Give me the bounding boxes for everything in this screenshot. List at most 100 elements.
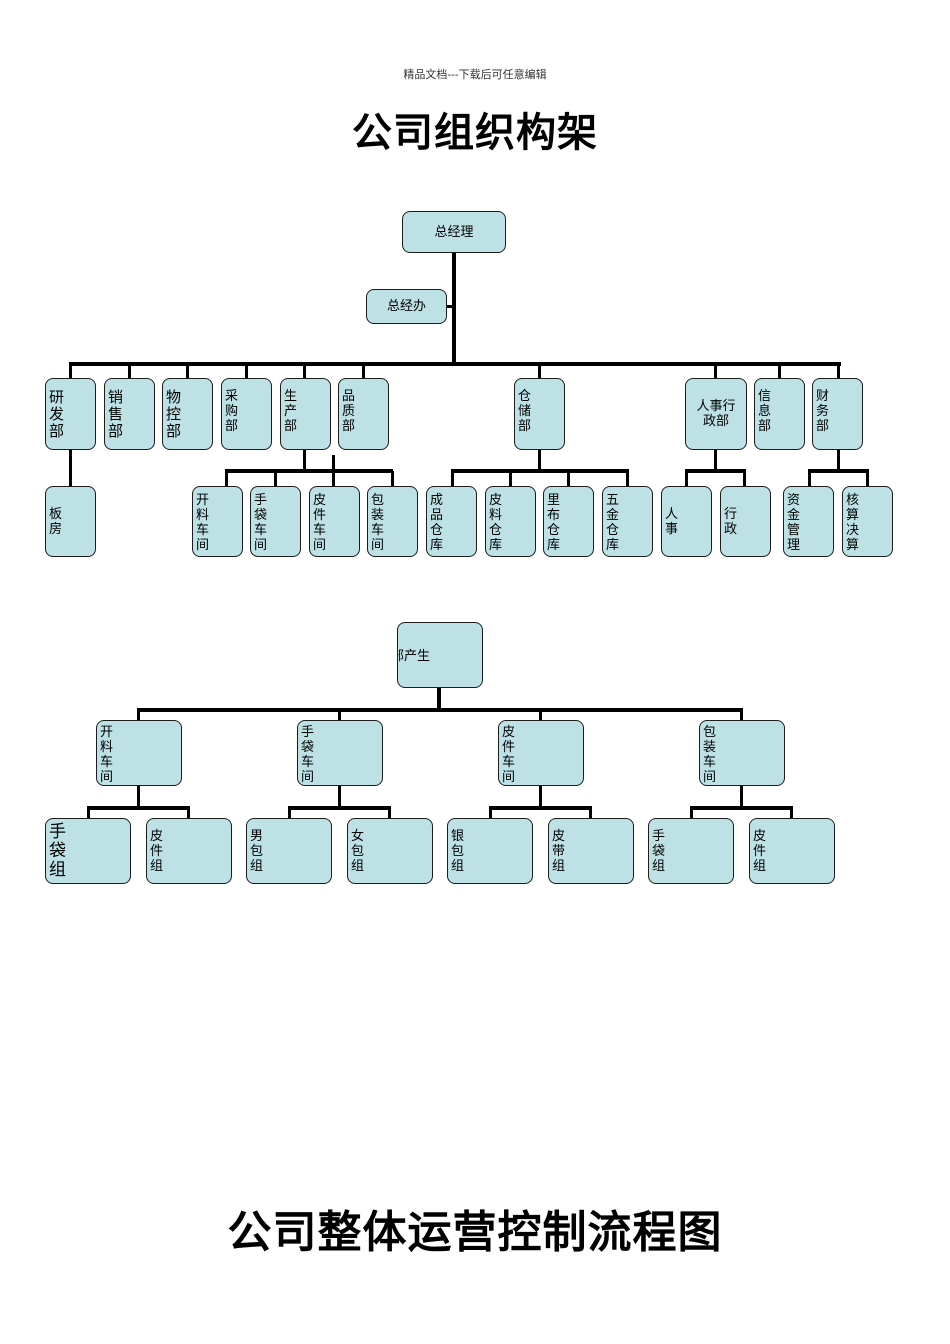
node-label: 手袋组 xyxy=(49,822,66,880)
connector-line xyxy=(187,808,190,819)
connector-line xyxy=(714,449,717,471)
node-label: 总经理 xyxy=(434,224,474,240)
connector-line xyxy=(245,364,248,379)
node-label: 销售部 xyxy=(108,388,124,440)
connector-line xyxy=(778,364,781,379)
node-general-manager: 总经理 xyxy=(402,211,506,253)
node-dept-sales: 销售部 xyxy=(104,378,155,450)
connector-line xyxy=(567,471,570,487)
node-lining-warehouse: 里布仓库 xyxy=(543,486,594,557)
node-sample-room: 板房 xyxy=(45,486,96,557)
node-group-leather-pack: 皮件组 xyxy=(749,818,835,884)
connector-line xyxy=(69,449,72,487)
node-finished-goods-warehouse: 成品仓库 xyxy=(426,486,477,557)
connector-line xyxy=(362,364,365,379)
connector-line xyxy=(288,806,391,810)
connector-line xyxy=(685,469,746,473)
node-group-leather: 皮件组 xyxy=(146,818,232,884)
connector-line xyxy=(489,808,492,819)
node-label: 生产部 xyxy=(284,389,298,434)
node-label: 采购部 xyxy=(225,389,239,434)
node-group-womens-bag: 女包组 xyxy=(347,818,433,884)
node-label: 手袋车间 xyxy=(254,493,268,553)
connector-line xyxy=(690,806,793,810)
connector-line xyxy=(303,449,306,471)
node-label: 皮件车间 xyxy=(313,493,327,553)
node-label: 研发部 xyxy=(49,388,65,440)
node-dept-information: 信息部 xyxy=(754,378,805,450)
connector-line xyxy=(743,471,746,487)
connector-line xyxy=(274,471,277,487)
connector-line xyxy=(626,471,629,487)
node-cutting-workshop: 开料车间 xyxy=(192,486,243,557)
node-label: 资金管理 xyxy=(787,493,801,553)
connector-line xyxy=(451,471,454,487)
connector-line xyxy=(391,471,394,487)
connector-line xyxy=(690,808,693,819)
connector-line xyxy=(69,364,72,379)
section-title: 公司整体运营控制流程图 xyxy=(227,1207,723,1258)
node-dept-finance: 财务部 xyxy=(812,378,863,450)
node-label: 手袋车间 xyxy=(301,725,315,785)
connector-line xyxy=(332,471,335,487)
connector-line xyxy=(225,469,393,473)
node-group-handbag: 手袋组 xyxy=(45,818,131,884)
node-label: 五金仓库 xyxy=(606,493,620,553)
connector-line xyxy=(451,469,629,473)
node-label: 品质部 xyxy=(342,389,356,434)
connector-line xyxy=(338,785,341,807)
node-accounting: 核算决算 xyxy=(842,486,893,557)
node-hr: 人事 xyxy=(661,486,712,557)
node-label: 部产生 xyxy=(398,649,431,664)
connector-line xyxy=(837,449,840,471)
node-group-handbag-pack: 手袋组 xyxy=(648,818,734,884)
node-administration: 行政 xyxy=(720,486,771,557)
node-label: 行政 xyxy=(724,507,738,537)
node-label: 仓储部 xyxy=(518,389,532,434)
node-dept-hr-admin: 人事行政部 xyxy=(685,378,747,450)
connector-line xyxy=(87,806,190,810)
connector-line xyxy=(808,469,869,473)
connector-line xyxy=(137,708,743,712)
node-label: 财务部 xyxy=(816,389,830,434)
node-label: 皮带组 xyxy=(552,829,566,874)
connector-line xyxy=(866,471,869,487)
connector-line xyxy=(69,362,841,366)
node-dept-material-control: 物控部 xyxy=(162,378,213,450)
node-label: 板房 xyxy=(49,507,63,537)
connector-line xyxy=(539,785,542,807)
node-production-root: 部产生 xyxy=(397,622,483,688)
node-label: 女包组 xyxy=(351,829,365,874)
node-label: 包装车间 xyxy=(703,725,717,785)
node-label: 皮料仓库 xyxy=(489,493,503,553)
node-label: 男包组 xyxy=(250,829,264,874)
node-packaging-workshop: 包装车间 xyxy=(367,486,418,557)
connector-line xyxy=(740,785,743,807)
connector-line xyxy=(388,808,391,819)
node-group-mens-bag: 男包组 xyxy=(246,818,332,884)
connector-line xyxy=(137,785,140,807)
connector-line xyxy=(790,808,793,819)
node-label: 总经办 xyxy=(386,299,426,314)
connector-line xyxy=(446,305,454,308)
connector-line xyxy=(437,687,441,709)
connector-line xyxy=(225,471,228,487)
node-label: 皮件组 xyxy=(150,829,164,874)
node-ws-leather-goods: 皮件车间 xyxy=(498,720,584,786)
node-label: 皮件车间 xyxy=(502,725,516,785)
node-label: 里布仓库 xyxy=(547,493,561,553)
connector-line xyxy=(332,455,335,471)
node-label: 开料车间 xyxy=(196,493,210,553)
node-label: 信息部 xyxy=(758,389,772,434)
connector-line xyxy=(808,471,811,487)
connector-line xyxy=(137,710,140,721)
connector-line xyxy=(288,808,291,819)
connector-line xyxy=(452,252,456,364)
connector-line xyxy=(538,364,541,379)
connector-line xyxy=(489,806,592,810)
node-label: 物控部 xyxy=(166,388,182,440)
node-label: 核算决算 xyxy=(846,493,860,553)
node-leather-goods-workshop: 皮件车间 xyxy=(309,486,360,557)
connector-line xyxy=(338,710,341,721)
node-gm-office: 总经办 xyxy=(366,289,447,324)
